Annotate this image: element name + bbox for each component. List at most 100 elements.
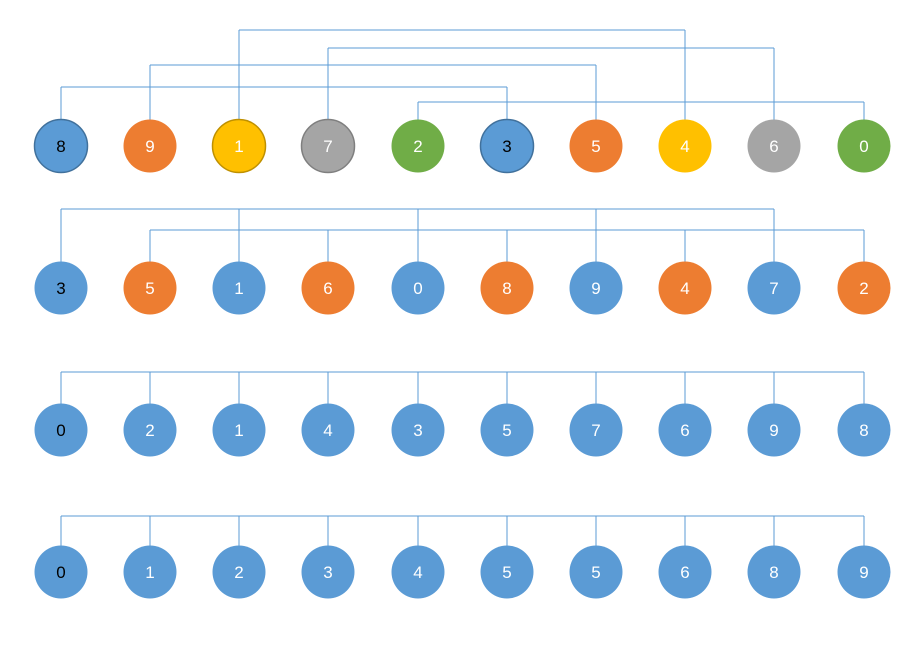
node-label: 7 (323, 137, 332, 156)
node-label: 9 (859, 563, 868, 582)
node: 0 (34, 545, 88, 599)
node: 3 (391, 403, 445, 457)
node-circle (300, 118, 356, 174)
node-label: 5 (591, 137, 600, 156)
node-label: 8 (502, 279, 511, 298)
node-circle (301, 545, 355, 599)
node-circle (480, 261, 534, 315)
node-label: 6 (680, 421, 689, 440)
node-label: 8 (56, 137, 65, 156)
node-circle (569, 545, 623, 599)
node: 6 (301, 261, 355, 315)
node-label: 1 (234, 137, 243, 156)
node: 0 (837, 119, 891, 173)
node-label: 9 (591, 279, 600, 298)
node: 5 (569, 119, 623, 173)
node: 1 (211, 118, 267, 174)
node: 4 (658, 119, 712, 173)
node-label: 2 (234, 563, 243, 582)
node: 3 (301, 545, 355, 599)
node-label: 1 (234, 279, 243, 298)
node-label: 9 (769, 421, 778, 440)
node: 0 (34, 403, 88, 457)
node: 8 (747, 545, 801, 599)
node: 5 (123, 261, 177, 315)
node-label: 2 (145, 421, 154, 440)
node-circle (391, 403, 445, 457)
node-circle (837, 119, 891, 173)
node-label: 4 (680, 137, 689, 156)
node-circle (34, 403, 88, 457)
node: 9 (837, 545, 891, 599)
node: 6 (658, 545, 712, 599)
node-label: 7 (769, 279, 778, 298)
node: 9 (747, 403, 801, 457)
node-circle (33, 118, 89, 174)
node-label: 0 (56, 421, 65, 440)
node-circle (569, 119, 623, 173)
node-circle (569, 403, 623, 457)
node-circle (479, 118, 535, 174)
node-circle (658, 545, 712, 599)
node: 8 (33, 118, 89, 174)
node-circle (391, 119, 445, 173)
node: 1 (212, 403, 266, 457)
node-label: 4 (323, 421, 332, 440)
node-circle (301, 403, 355, 457)
node-circle (123, 261, 177, 315)
node-label: 5 (502, 563, 511, 582)
node-circle (391, 545, 445, 599)
node: 7 (300, 118, 356, 174)
node: 0 (391, 261, 445, 315)
node: 5 (480, 403, 534, 457)
node: 7 (747, 261, 801, 315)
connector-lines (60, 29, 865, 546)
node-circle (658, 261, 712, 315)
node-label: 3 (323, 563, 332, 582)
node-circle (747, 545, 801, 599)
node-label: 4 (413, 563, 422, 582)
node: 5 (480, 545, 534, 599)
node-circle (837, 545, 891, 599)
node: 3 (34, 261, 88, 315)
node-circle (34, 261, 88, 315)
node: 1 (212, 261, 266, 315)
node-circle (569, 261, 623, 315)
node-label: 3 (502, 137, 511, 156)
node-circle (747, 403, 801, 457)
node: 6 (747, 119, 801, 173)
node: 9 (569, 261, 623, 315)
node: 4 (658, 261, 712, 315)
node: 7 (569, 403, 623, 457)
node-label: 1 (234, 421, 243, 440)
node: 2 (212, 545, 266, 599)
node: 5 (569, 545, 623, 599)
node-circle (658, 403, 712, 457)
node-circle (212, 545, 266, 599)
node-label: 2 (859, 279, 868, 298)
node-label: 4 (680, 279, 689, 298)
node-label: 6 (769, 137, 778, 156)
node-label: 5 (502, 421, 511, 440)
node-circle (123, 403, 177, 457)
node-label: 5 (591, 563, 600, 582)
node-label: 0 (859, 137, 868, 156)
node: 2 (123, 403, 177, 457)
node-circle (391, 261, 445, 315)
node: 1 (123, 545, 177, 599)
node-label: 8 (769, 563, 778, 582)
node: 9 (123, 119, 177, 173)
node-circle (211, 118, 267, 174)
node-label: 7 (591, 421, 600, 440)
node-label: 3 (413, 421, 422, 440)
node: 6 (658, 403, 712, 457)
node-circle (837, 403, 891, 457)
node-label: 5 (145, 279, 154, 298)
node-label: 2 (413, 137, 422, 156)
node: 4 (391, 545, 445, 599)
node-circle (747, 119, 801, 173)
node: 3 (479, 118, 535, 174)
node: 2 (837, 261, 891, 315)
node: 8 (837, 403, 891, 457)
